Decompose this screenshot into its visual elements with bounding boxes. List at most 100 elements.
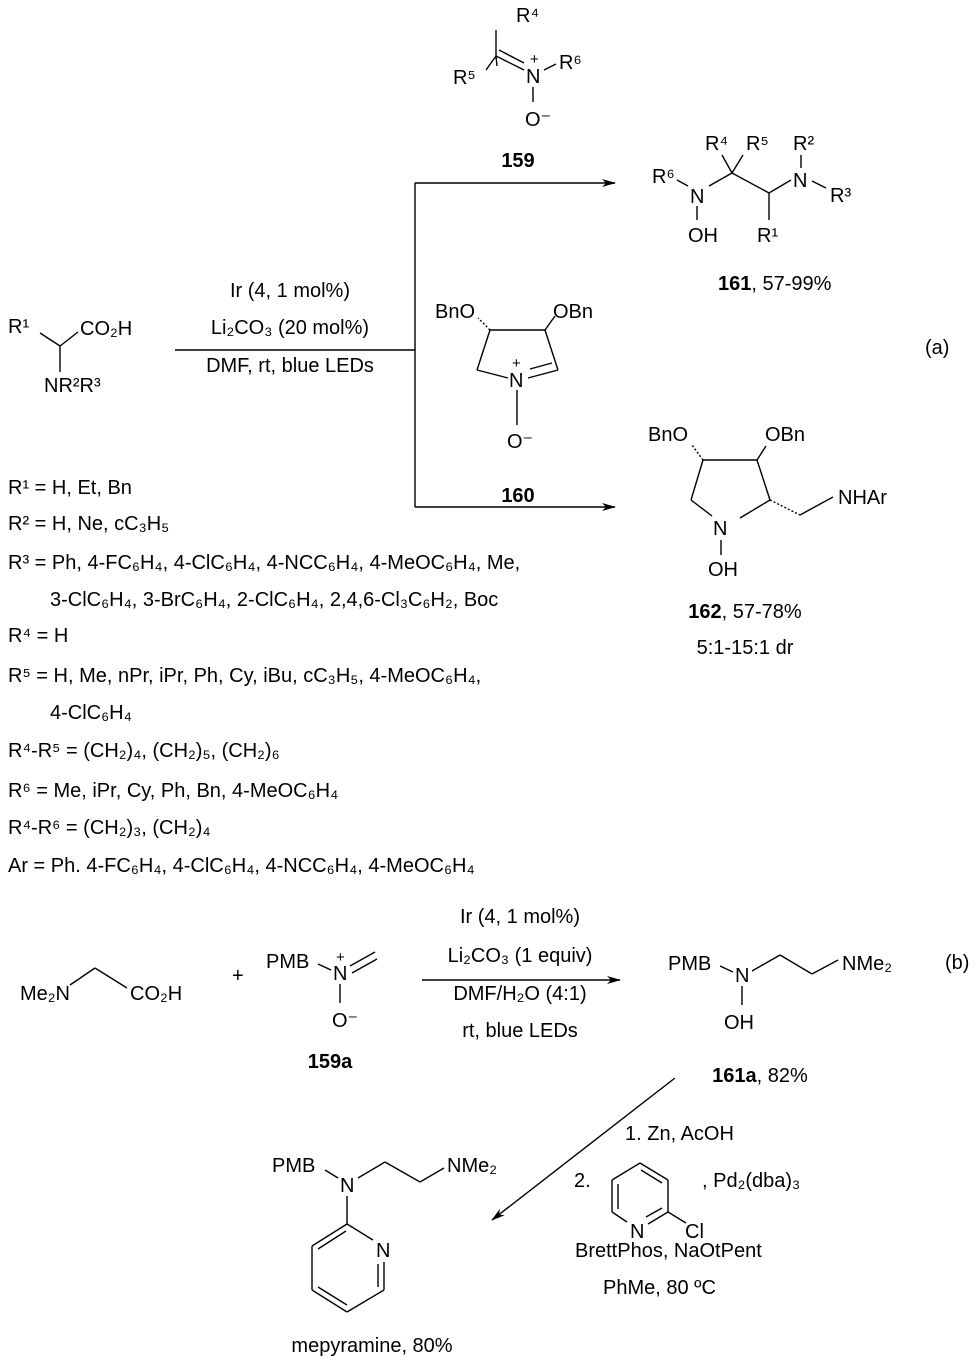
bond-line: [349, 951, 376, 967]
atom-label: OBn: [553, 301, 593, 323]
atom-label: rt, blue LEDs: [462, 1020, 578, 1042]
bond-line: [811, 959, 839, 975]
bond-line: [419, 1167, 445, 1183]
atom-label: OBn: [765, 424, 805, 446]
bond-line: [751, 954, 781, 972]
nitrone-159: R⁴ R⁵ N + R⁶ O⁻ 159: [453, 5, 582, 172]
atom-label: PMB: [272, 1155, 315, 1177]
bond-line: [639, 1162, 669, 1181]
atom-label: R³: [830, 185, 851, 207]
bond-line: [495, 55, 498, 67]
compound-label-mepyramine: mepyramine, 80%: [291, 1335, 452, 1357]
atom-label: PMB: [668, 953, 711, 975]
bond-line: [476, 329, 491, 371]
atom-label: BnO: [648, 424, 688, 446]
atom-label: R⁴: [516, 5, 539, 27]
compound-label-161a: 161a, 82%: [712, 1065, 808, 1087]
label-part: , 57-99%: [751, 273, 831, 295]
bond-line: [691, 444, 704, 461]
atom-label: R⁴-R⁵ = (CH₂)₄, (CH₂)₅, (CH₂)₆: [8, 740, 280, 762]
bond-line: [768, 179, 792, 194]
atom-label: 2.: [574, 1170, 591, 1192]
2-chloropyridine: N Cl: [611, 1162, 704, 1243]
atom-label: Cl: [685, 1221, 704, 1243]
bond-line: [346, 1289, 385, 1313]
condition-solvent: DMF, rt, blue LEDs: [206, 355, 374, 377]
diagonal-arrow: [491, 1077, 676, 1221]
atom-label: N: [630, 1221, 644, 1243]
bond-line: [529, 362, 553, 370]
bond-line: [647, 1211, 669, 1225]
starting-amino-acid: R¹ CO₂H NR²R³: [8, 316, 132, 397]
bond-line: [384, 1161, 421, 1183]
atom-label: R⁶: [652, 166, 675, 188]
atom-label: N: [526, 66, 540, 88]
atom-label: BrettPhos, NaOtPent: [575, 1240, 762, 1262]
atom-label: N: [376, 1240, 390, 1262]
atom-label: R¹ = H, Et, Bn: [8, 477, 132, 499]
bond-line: [779, 954, 813, 975]
atom-label: R²: [793, 133, 814, 155]
atom-label: R³ = Ph, 4-FC₆H₄, 4-ClC₆H₄, 4-NCC₆H₄, 4-…: [8, 552, 520, 574]
atom-label: +: [336, 949, 345, 966]
atom-label: Ar = Ph. 4-FC₆H₄, 4-ClC₆H₄, 4-NCC₆H₄, 4-…: [8, 855, 475, 877]
atom-label: NHAr: [838, 487, 887, 509]
bond-line: [324, 1169, 339, 1179]
atom-label: R⁴ = H: [8, 625, 68, 647]
label-part: 161a: [712, 1065, 757, 1087]
atom-label: NMe₂: [842, 953, 892, 975]
atom-label: +: [530, 51, 539, 68]
atom-label: R⁶ = Me, iPr, Cy, Ph, Bn, 4-MeOC₆H₄: [8, 780, 338, 802]
atom-label: OH: [708, 559, 738, 581]
bond-line: [640, 1169, 663, 1184]
bond-line: [544, 315, 556, 331]
bond-line: [731, 172, 770, 194]
bond-line: [39, 332, 61, 347]
bond-line: [799, 496, 834, 516]
atom-label: CO₂H: [130, 983, 182, 1005]
product-161a: PMB N OH NMe₂ 161a, 82%: [668, 953, 892, 1087]
bond-line: [477, 317, 491, 331]
atom-label: 4-ClC₆H₄: [50, 702, 132, 724]
scheme-tag-a: (a): [925, 337, 949, 359]
r1-label: R¹: [8, 316, 29, 338]
nitrone-160: BnO OBn N + O⁻ 160: [435, 301, 593, 507]
compound-label-160: 160: [501, 485, 534, 507]
bond-line: [667, 1211, 687, 1224]
atom-label: N: [509, 370, 523, 392]
atom-label: BnO: [435, 301, 475, 323]
dimethylglycine: Me₂N CO₂H: [20, 967, 182, 1005]
bond-line: [611, 1211, 628, 1223]
substituent-definitions: R¹ = H, Et, Bn R² = H, Ne, cC₃H₅ R³ = Ph…: [8, 477, 520, 877]
conditions-a: Ir (4, 1 mol%) Li₂CO₃ (20 mol%) DMF, rt,…: [206, 280, 374, 377]
bond-line: [769, 499, 801, 516]
atom-label: O⁻: [332, 1010, 358, 1032]
bond-line: [498, 49, 525, 64]
mepyramine: PMB N NMe₂ N mepyramine, 80%: [272, 1155, 497, 1357]
bond-line: [731, 154, 744, 174]
bond-line: [739, 499, 771, 519]
product-162: BnO OBn N OH NHAr 162, 57-78% 5:1-15:1 d…: [648, 424, 887, 659]
bond-line: [69, 967, 96, 986]
bond-line: [611, 1162, 641, 1181]
condition-catalyst: Ir (4, 1 mol%): [230, 280, 350, 302]
atom-label: PMB: [266, 951, 309, 973]
condition-base: Li₂CO₃ (20 mol%): [211, 317, 369, 339]
atom-label: N: [340, 1175, 354, 1197]
atom-label: 1. Zn, AcOH: [625, 1123, 734, 1145]
atom-label: N: [690, 186, 704, 208]
atom-label: R⁶: [559, 52, 582, 74]
atom-label: R⁵: [453, 67, 476, 89]
bond-line: [311, 1223, 348, 1247]
bond-line: [311, 1289, 348, 1313]
bond-line: [495, 55, 525, 71]
compound-label-161: 161, 57-99%: [718, 273, 832, 295]
compound-label-159a: 159a: [308, 1051, 353, 1073]
bond-line: [317, 1230, 347, 1250]
atom-label: R⁵: [746, 133, 769, 155]
atom-label: 3-ClC₆H₄, 3-BrC₆H₄, 2-ClC₆H₄, 2,4,6-Cl₃C…: [50, 589, 498, 611]
dr-label: 5:1-15:1 dr: [697, 637, 794, 659]
scheme-tag-b: (b): [945, 952, 969, 974]
atom-label: , Pd₂(dba)₃: [702, 1170, 800, 1192]
